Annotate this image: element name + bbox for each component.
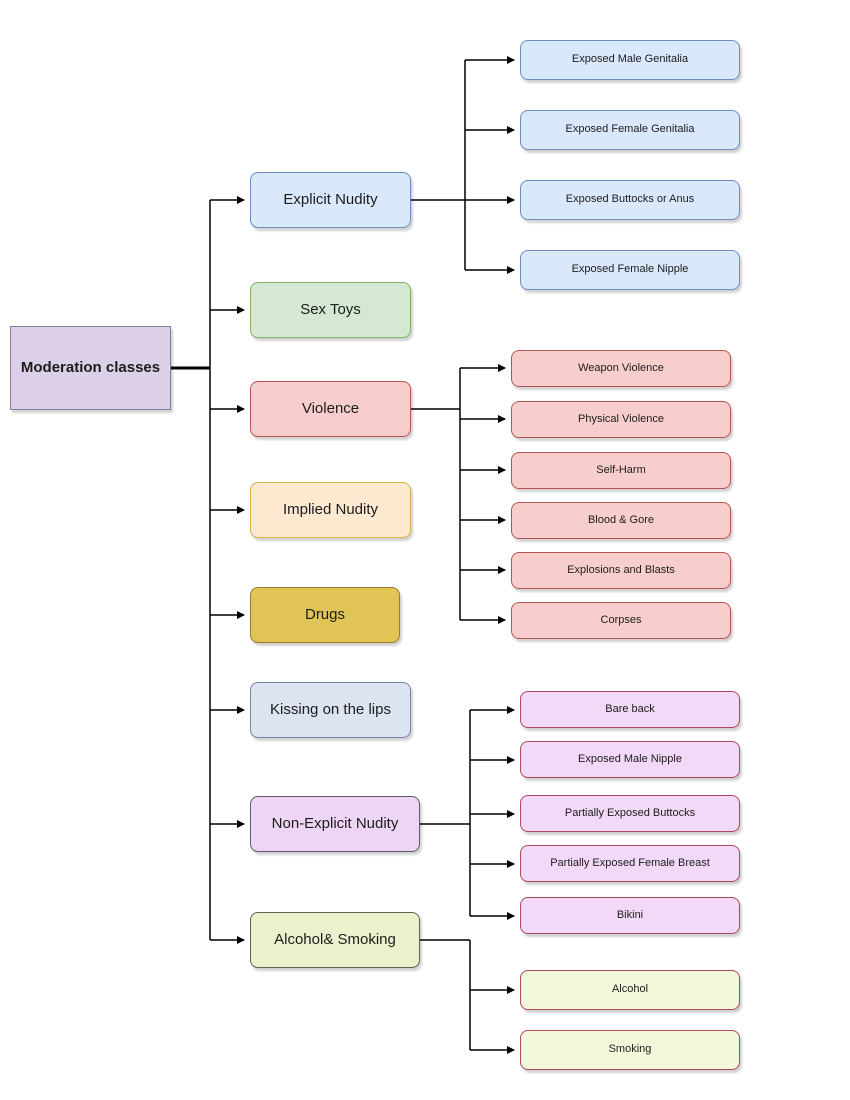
node-smoking[interactable]: Smoking (520, 1030, 740, 1070)
node-non-explicit-nudity[interactable]: Non-Explicit Nudity (250, 796, 420, 852)
node-exposed-male-genitalia[interactable]: Exposed Male Genitalia (520, 40, 740, 80)
node-alcohol-smoking[interactable]: Alcohol& Smoking (250, 912, 420, 968)
alcohol-smoking-branch (420, 939, 515, 1054)
node-weapon-violence[interactable]: Weapon Violence (511, 350, 731, 387)
node-bare-back[interactable]: Bare back (520, 691, 740, 728)
node-alcohol[interactable]: Alcohol (520, 970, 740, 1010)
node-exposed-male-nipple[interactable]: Exposed Male Nipple (520, 741, 740, 778)
node-blood-gore[interactable]: Blood & Gore (511, 502, 731, 539)
root-trunk (171, 196, 245, 944)
node-sex-toys[interactable]: Sex Toys (250, 282, 411, 338)
node-moderation-classes[interactable]: Moderation classes (10, 326, 171, 410)
node-corpses[interactable]: Corpses (511, 602, 731, 639)
node-violence[interactable]: Violence (250, 381, 411, 437)
node-drugs[interactable]: Drugs (250, 587, 400, 643)
node-partially-exposed-buttocks[interactable]: Partially Exposed Buttocks (520, 795, 740, 832)
node-exposed-buttocks-or-anus[interactable]: Exposed Buttocks or Anus (520, 180, 740, 220)
node-self-harm[interactable]: Self-Harm (511, 452, 731, 489)
non-explicit-branch (420, 706, 515, 920)
node-exposed-female-genitalia[interactable]: Exposed Female Genitalia (520, 110, 740, 150)
violence-branch (411, 364, 506, 624)
node-explosions-and-blasts[interactable]: Explosions and Blasts (511, 552, 731, 589)
node-exposed-female-nipple[interactable]: Exposed Female Nipple (520, 250, 740, 290)
node-implied-nudity[interactable]: Implied Nudity (250, 482, 411, 538)
node-explicit-nudity[interactable]: Explicit Nudity (250, 172, 411, 228)
explicit-nudity-branch (411, 56, 515, 274)
node-kissing-on-the-lips[interactable]: Kissing on the lips (250, 682, 411, 738)
node-bikini[interactable]: Bikini (520, 897, 740, 934)
node-partially-exposed-female-breast[interactable]: Partially Exposed Female Breast (520, 845, 740, 882)
node-physical-violence[interactable]: Physical Violence (511, 401, 731, 438)
